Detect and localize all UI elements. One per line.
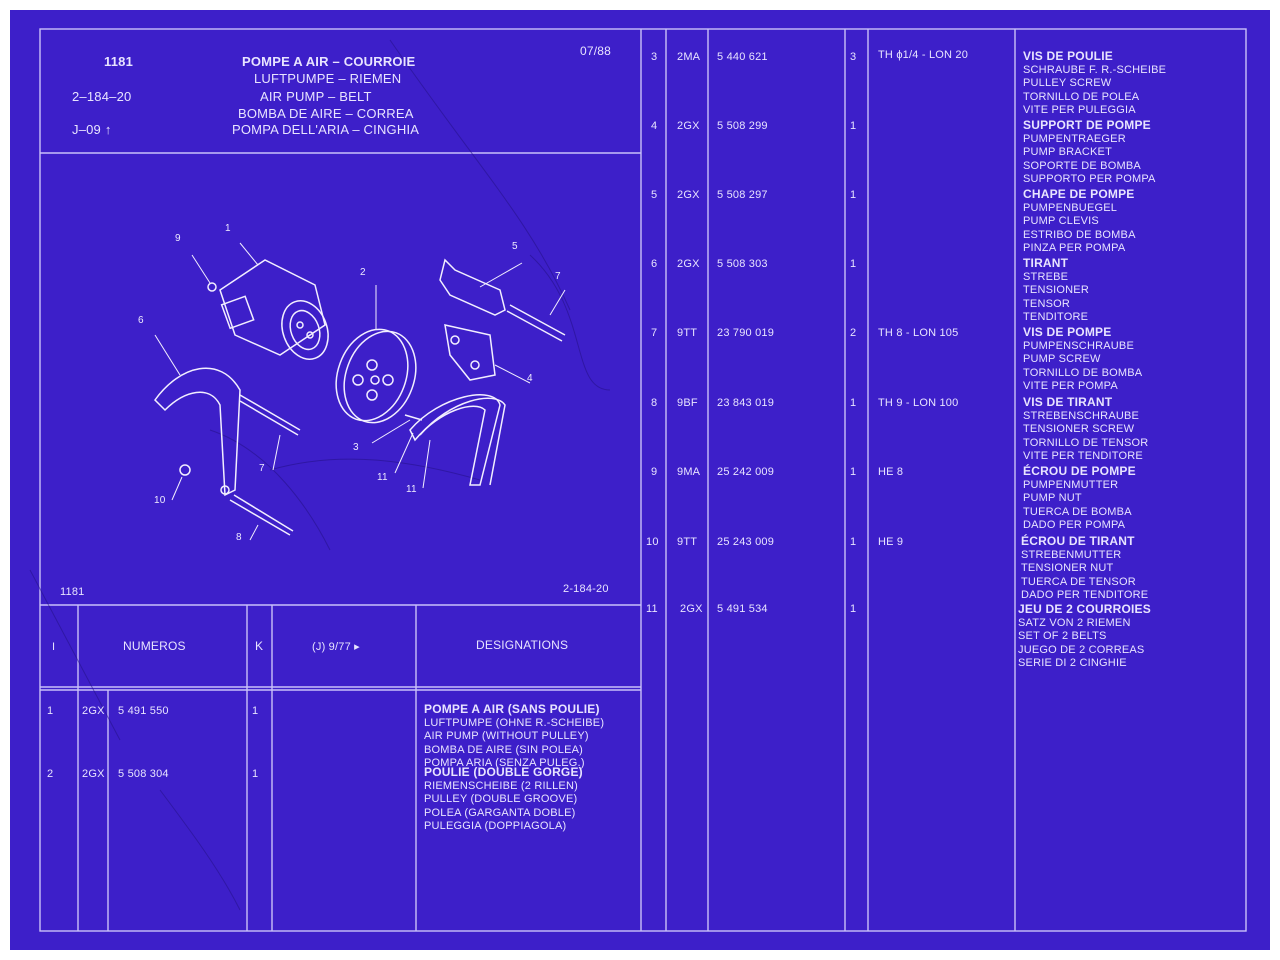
title-it: POMPA DELL'ARIA – CINGHIA xyxy=(232,122,420,137)
row-spec: HE 8 xyxy=(878,466,904,478)
row-part-number: 5 508 299 xyxy=(717,120,768,132)
callout-5: 5 xyxy=(512,241,518,252)
title-en: AIR PUMP – BELT xyxy=(260,89,372,104)
callout-6: 6 xyxy=(138,315,144,326)
model-number: 1181 xyxy=(104,54,134,69)
row-spec: HE 9 xyxy=(878,536,904,548)
row-index: 7 xyxy=(651,327,658,339)
row-index: 10 xyxy=(646,536,659,548)
callout-9: 9 xyxy=(175,233,181,244)
row-description: POMPE A AIR (SANS POULIE) LUFTPUMPE (OHN… xyxy=(424,702,605,770)
row-quantity: 1 xyxy=(252,768,259,780)
row-part-number: 5 508 297 xyxy=(717,189,768,201)
callout-4: 4 xyxy=(527,373,533,384)
row-part-number: 5 491 550 xyxy=(118,705,169,717)
row-index: 11 xyxy=(646,603,658,615)
title-es: BOMBA DE AIRE – CORREA xyxy=(238,106,414,121)
bracket-drawing xyxy=(439,258,506,381)
row-code: 2GX xyxy=(82,705,105,717)
column-header-index: I xyxy=(52,641,56,653)
row-description: SUPPORT DE POMPE PUMPENTRAEGER PUMP BRAC… xyxy=(1023,118,1156,186)
title-de: LUFTPUMPE – RIEMEN xyxy=(254,71,402,86)
row-quantity: 1 xyxy=(252,705,259,717)
row-code: 9TT xyxy=(677,536,698,548)
row-code: 2GX xyxy=(677,120,700,132)
row-spec: TH ϕ1/4 - LON 20 xyxy=(878,49,969,61)
row-code: 2MA xyxy=(677,51,701,63)
row-index: 6 xyxy=(651,258,658,270)
row-code: 2GX xyxy=(82,768,105,780)
callout-3: 3 xyxy=(353,442,359,453)
title-fr: POMPE A AIR – COURROIE xyxy=(242,54,416,69)
column-header-numbers: NUMEROS xyxy=(123,639,186,653)
row-part-number: 5 508 303 xyxy=(717,258,768,270)
row-index: 1 xyxy=(47,705,54,717)
row-part-number: 5 491 534 xyxy=(717,603,768,615)
callout-1: 1 xyxy=(225,223,231,234)
callout-7-lower: 7 xyxy=(259,463,265,474)
table-grid xyxy=(29,28,1247,932)
row-description: POULIE (DOUBLE GORGE) RIEMENSCHEIBE (2 R… xyxy=(424,765,583,833)
row-description: VIS DE POULIE SCHRAUBE F. R.-SCHEIBE PUL… xyxy=(1023,49,1167,117)
callout-11-right: 11 xyxy=(406,484,417,495)
row-part-number: 23 790 019 xyxy=(717,327,775,339)
document-date: 07/88 xyxy=(580,44,612,58)
row-quantity: 1 xyxy=(850,603,857,615)
section-code: J–09 ↑ xyxy=(72,122,112,137)
column-header-designations: DESIGNATIONS xyxy=(476,638,569,652)
row-quantity: 1 xyxy=(850,120,857,132)
row-code: 2GX xyxy=(677,189,700,201)
figure-caption-left: 1181 xyxy=(60,586,85,598)
row-index: 4 xyxy=(651,120,658,132)
row-code: 9TT xyxy=(677,327,698,339)
callout-10: 10 xyxy=(154,495,166,506)
arrow-up-icon: ↑ xyxy=(104,122,112,137)
row-spec: TH 8 - LON 105 xyxy=(878,327,959,339)
row-index: 5 xyxy=(651,189,658,201)
reference-code: 2–184–20 xyxy=(72,89,132,104)
row-part-number: 5 440 621 xyxy=(717,51,768,63)
parts-sheet: 1181 07/88 2–184–20 J–09 ↑ POMPE A AIR –… xyxy=(10,10,1270,950)
air-pump-drawing xyxy=(207,259,329,360)
row-index: 8 xyxy=(651,397,658,409)
pulley-drawing xyxy=(335,328,417,424)
row-index: 2 xyxy=(47,768,54,780)
row-quantity: 1 xyxy=(850,189,857,201)
row-description: ÉCROU DE POMPE PUMPENMUTTER PUMP NUT TUE… xyxy=(1023,464,1136,532)
row-quantity: 1 xyxy=(850,397,857,409)
row-description: ÉCROU DE TIRANT STREBENMUTTER TENSIONER … xyxy=(1021,534,1149,602)
row-quantity: 2 xyxy=(850,327,857,339)
row-description: VIS DE TIRANT STREBENSCHRAUBE TENSIONER … xyxy=(1023,395,1149,463)
callout-2: 2 xyxy=(360,267,366,278)
row-part-number: 25 242 009 xyxy=(717,466,775,478)
row-part-number: 5 508 304 xyxy=(118,768,169,780)
row-index: 3 xyxy=(651,51,658,63)
row-code: 9MA xyxy=(677,466,701,478)
row-description: CHAPE DE POMPE PUMPENBUEGEL PUMP CLEVIS … xyxy=(1023,187,1136,255)
row-index: 9 xyxy=(651,466,658,478)
row-code: 9BF xyxy=(677,397,698,409)
row-part-number: 25 243 009 xyxy=(717,536,775,548)
row-quantity: 1 xyxy=(850,466,857,478)
row-code: 2GX xyxy=(680,603,703,615)
column-header-k: K xyxy=(255,639,264,653)
row-description: JEU DE 2 COURROIES SATZ VON 2 RIEMEN SET… xyxy=(1018,602,1151,670)
row-description: TIRANT STREBE TENSIONER TENSOR TENDITORE xyxy=(1023,256,1089,324)
row-quantity: 3 xyxy=(850,51,857,63)
exploded-view-diagram xyxy=(154,242,566,541)
row-quantity: 1 xyxy=(850,258,857,270)
row-part-number: 23 843 019 xyxy=(717,397,775,409)
tension-arm-drawing xyxy=(154,367,241,497)
figure-caption-right: 2-184-20 xyxy=(563,583,609,595)
row-description: VIS DE POMPE PUMPENSCHRAUBE PUMP SCREW T… xyxy=(1023,325,1143,393)
row-code: 2GX xyxy=(677,258,700,270)
column-header-j: (J) 9/77 ▸ xyxy=(312,641,360,653)
row-quantity: 1 xyxy=(850,536,857,548)
callout-7-upper: 7 xyxy=(555,271,561,282)
callout-11-left: 11 xyxy=(377,472,388,483)
row-spec: TH 9 - LON 100 xyxy=(878,397,959,409)
callout-8: 8 xyxy=(236,532,242,543)
